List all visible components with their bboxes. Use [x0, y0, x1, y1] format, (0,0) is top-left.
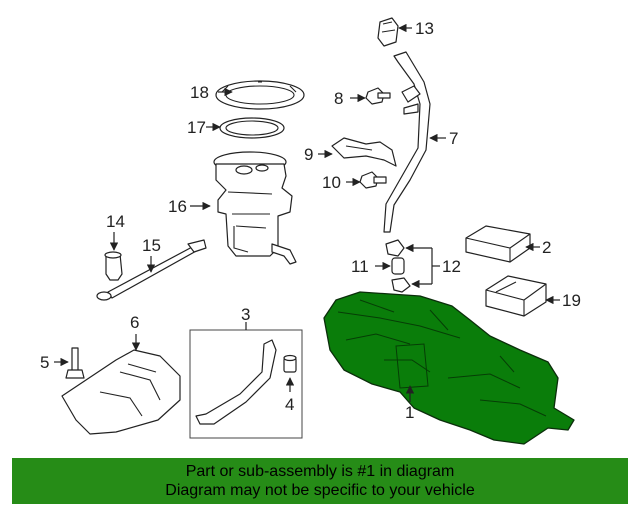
part-4-isolator[interactable] — [283, 354, 297, 373]
callout-9[interactable]: 9 — [304, 145, 313, 164]
part-11-hose[interactable] — [391, 257, 405, 275]
part-13-filler-cap[interactable] — [377, 17, 399, 47]
callout-8[interactable]: 8 — [334, 89, 343, 108]
part-8-bolt[interactable] — [365, 87, 391, 105]
callout-10[interactable]: 10 — [322, 173, 341, 192]
part-1-fuel-tank[interactable] — [323, 291, 575, 445]
part-18-lock-ring[interactable] — [215, 80, 305, 110]
callout-2[interactable]: 2 — [542, 238, 551, 257]
part-3-strap[interactable] — [195, 339, 277, 425]
callout-17[interactable]: 17 — [187, 118, 206, 137]
parts-diagram: 13 7 8 9 10 18 17 — [40, 17, 581, 445]
part-2-module[interactable] — [465, 225, 531, 263]
callout-4[interactable]: 4 — [285, 395, 294, 414]
callout-3[interactable]: 3 — [241, 305, 250, 324]
part-5-bolt[interactable] — [65, 347, 85, 379]
callout-18[interactable]: 18 — [190, 83, 209, 102]
callout-19[interactable]: 19 — [562, 291, 581, 310]
banner-line-1: Part or sub-assembly is #1 in diagram — [185, 463, 455, 480]
part-6-heat-shield[interactable] — [61, 349, 181, 435]
part-12-clamp-top[interactable] — [385, 239, 405, 257]
callout-1[interactable]: 1 — [405, 403, 414, 422]
part-14-plug[interactable] — [104, 251, 123, 281]
callout-7[interactable]: 7 — [449, 129, 458, 148]
callout-14[interactable]: 14 — [106, 212, 125, 231]
callout-6[interactable]: 6 — [130, 313, 139, 332]
callout-13[interactable]: 13 — [415, 19, 434, 38]
callout-15[interactable]: 15 — [142, 236, 161, 255]
info-banner: Part or sub-assembly is #1 in diagram Di… — [12, 458, 628, 504]
part-16-fuel-pump[interactable] — [213, 151, 297, 265]
part-9-bracket[interactable] — [331, 137, 397, 167]
banner-line-2: Diagram may not be specific to your vehi… — [165, 482, 475, 499]
callout-12[interactable]: 12 — [442, 257, 461, 276]
part-7-filler-pipe[interactable] — [383, 51, 431, 233]
callout-11[interactable]: 11 — [351, 257, 369, 276]
part-17-seal[interactable] — [219, 117, 285, 139]
callout-5[interactable]: 5 — [40, 353, 49, 372]
callout-16[interactable]: 16 — [168, 197, 187, 216]
part-12-clamp-bottom[interactable] — [391, 277, 411, 293]
part-19-control-module[interactable] — [485, 275, 547, 317]
part-10-bolt[interactable] — [359, 171, 387, 189]
